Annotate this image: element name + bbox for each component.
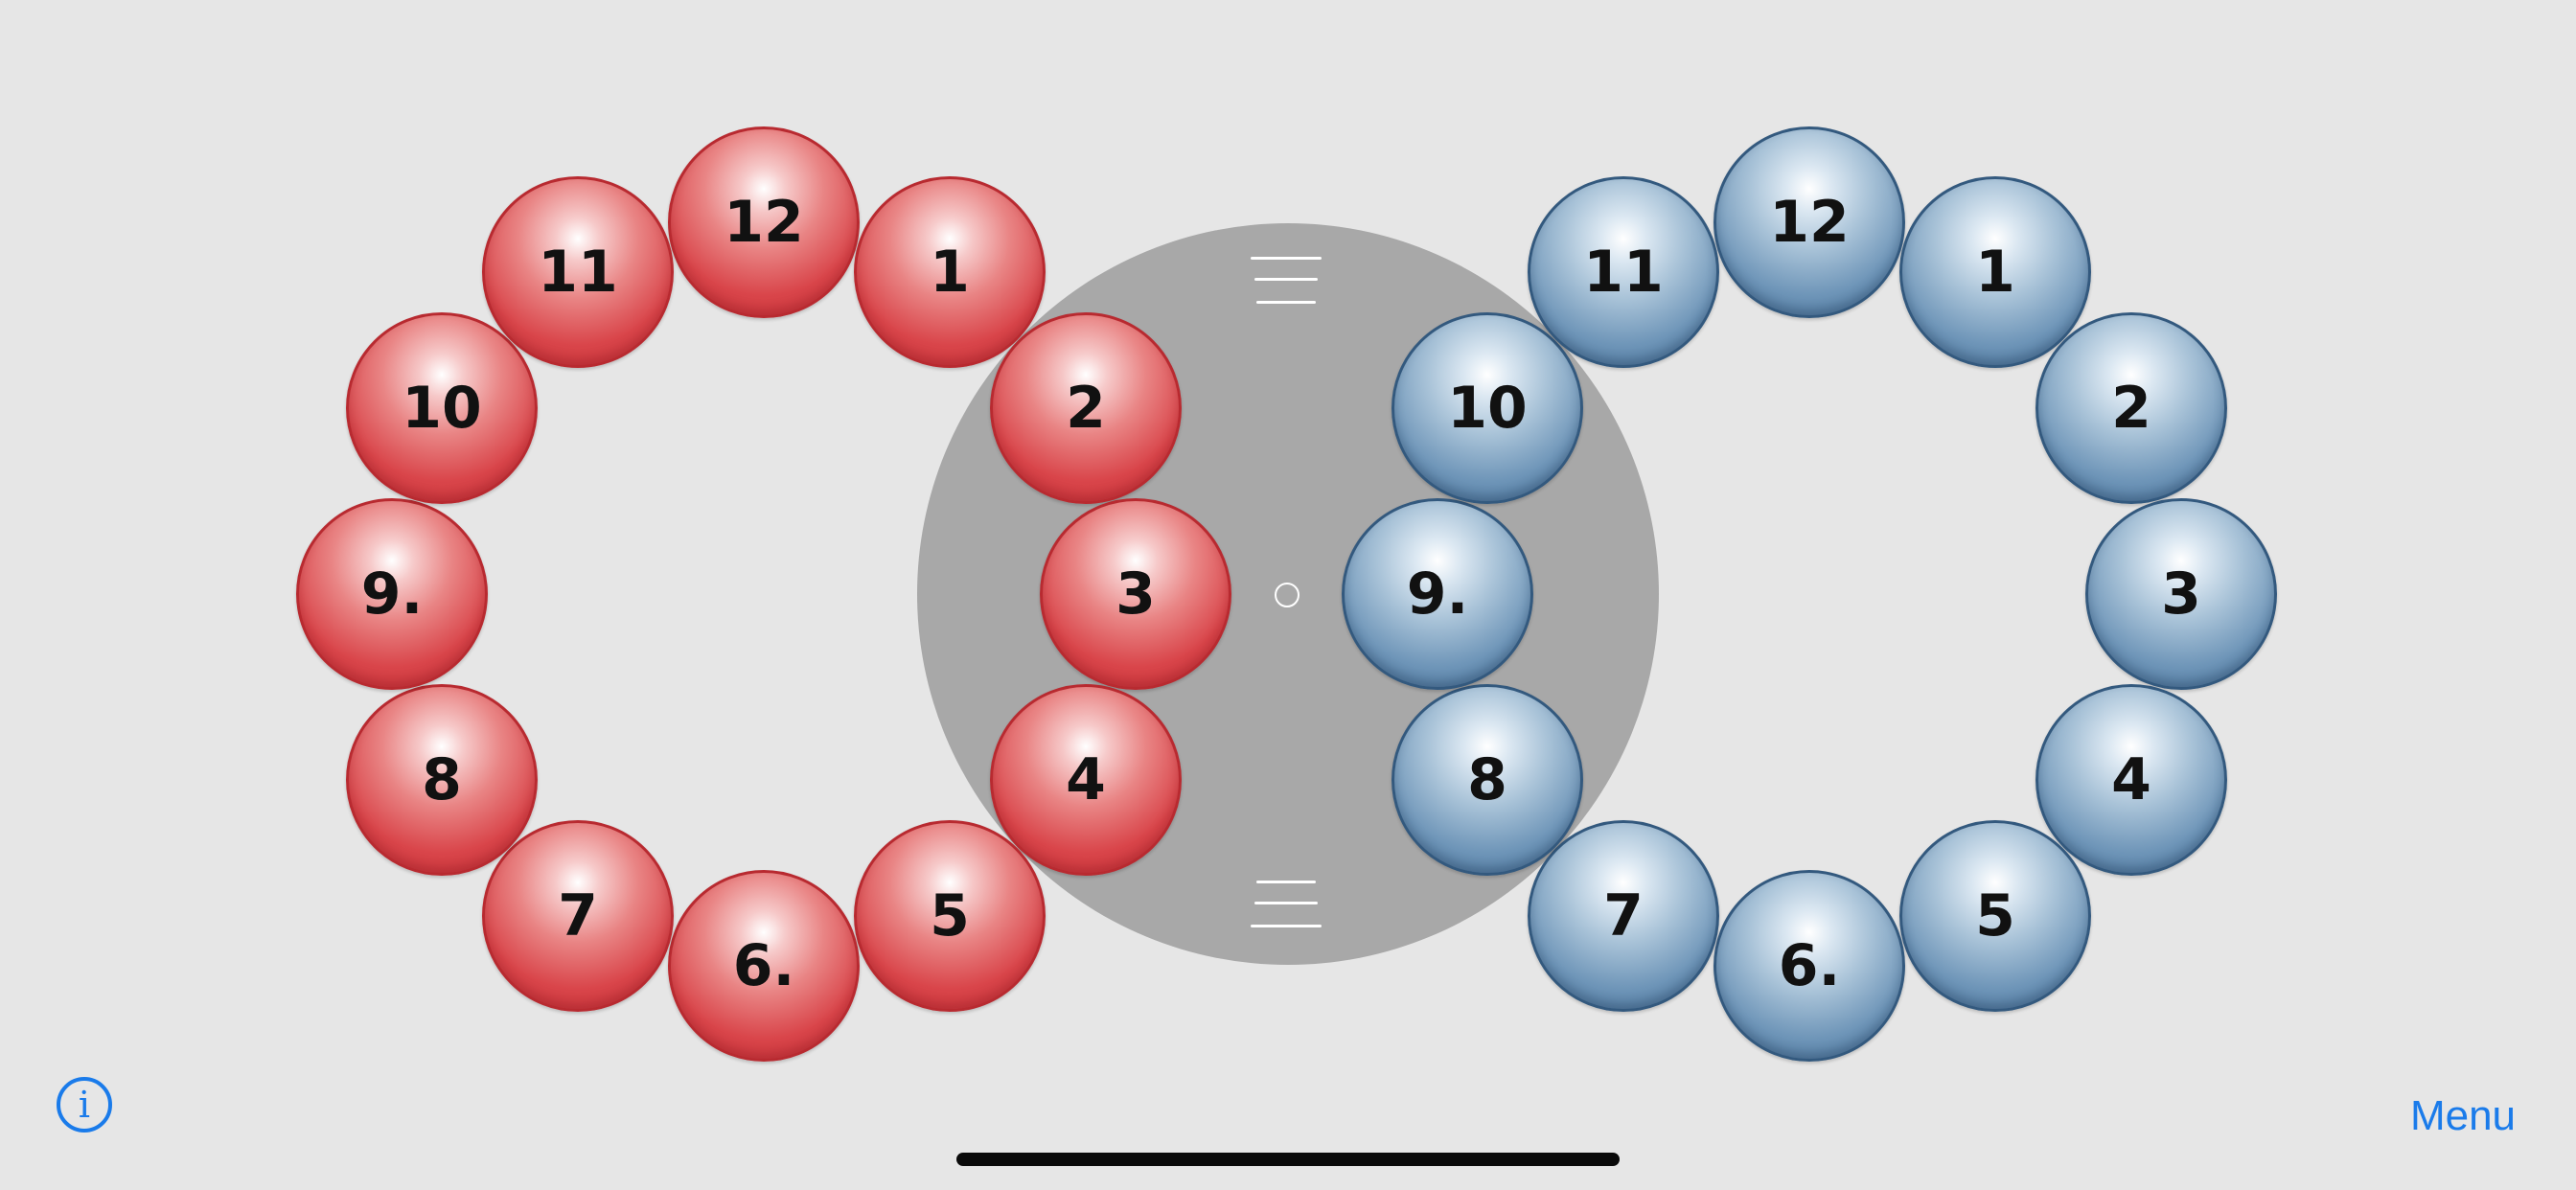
home-indicator (956, 1153, 1620, 1166)
red-ball[interactable]: 2 (990, 312, 1183, 504)
red-ball[interactable]: 1 (854, 175, 1046, 368)
red-ball[interactable]: 3 (1040, 498, 1231, 690)
blue-ball[interactable]: 12 (1714, 126, 1905, 318)
red-ball[interactable]: 4 (990, 684, 1183, 876)
red-ball[interactable]: 10 (345, 312, 538, 504)
blue-ball[interactable]: 2 (2036, 312, 2228, 504)
info-button[interactable]: i (57, 1077, 112, 1133)
blue-ball[interactable]: 3 (2085, 498, 2277, 690)
blue-ball[interactable]: 9. (1342, 498, 1533, 690)
blue-ball[interactable]: 10 (1391, 312, 1583, 504)
red-ball[interactable]: 9. (296, 498, 488, 690)
blue-ball[interactable]: 7 (1528, 820, 1719, 1013)
menu-button[interactable]: Menu (2409, 1092, 2517, 1139)
red-ball[interactable]: 7 (482, 820, 674, 1013)
blue-ball[interactable]: 5 (1899, 820, 2091, 1013)
red-ball[interactable]: 11 (482, 175, 674, 368)
red-ball[interactable]: 12 (668, 126, 860, 318)
pivot-center-icon (1275, 583, 1300, 607)
top-grip-icon[interactable] (1251, 251, 1322, 310)
blue-ball[interactable]: 4 (2036, 684, 2228, 876)
red-ball[interactable]: 8 (345, 684, 538, 876)
blue-ball[interactable]: 11 (1528, 175, 1719, 368)
bottom-grip-icon[interactable] (1251, 879, 1322, 938)
red-ball[interactable]: 6. (668, 870, 860, 1062)
red-ball[interactable]: 5 (854, 820, 1046, 1013)
blue-ball[interactable]: 8 (1391, 684, 1583, 876)
info-circle-icon: i (78, 1084, 91, 1126)
blue-ball[interactable]: 1 (1899, 175, 2091, 368)
blue-ball[interactable]: 6. (1714, 870, 1905, 1062)
